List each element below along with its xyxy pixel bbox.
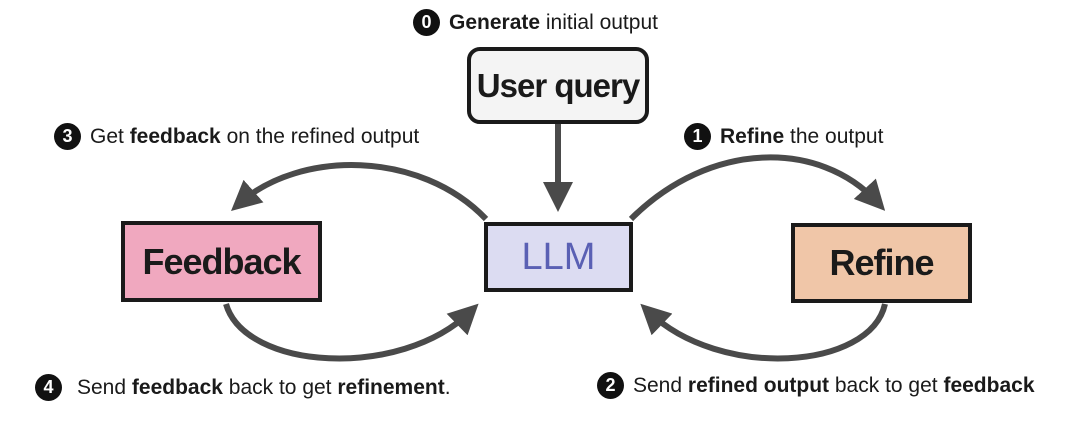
step-text: back to get — [829, 373, 944, 397]
step-text: Send — [77, 375, 132, 399]
step-bold-text: feedback — [943, 373, 1035, 397]
step-3-label: 3 Get feedback on the refined output — [54, 123, 419, 150]
step-4-label: 4 Send feedback back to get refinement. — [35, 374, 451, 401]
step-bold-text: Refine — [720, 124, 785, 148]
llm-node: LLM — [484, 222, 633, 292]
step-text: the output — [784, 124, 884, 148]
step-number-badge: 2 — [597, 372, 624, 399]
arrow-feedback-to-llm — [223, 303, 479, 362]
arrow-llm-to-refine — [628, 154, 886, 222]
step-bold-text: feedback — [129, 124, 221, 148]
step-bold-text: refined output — [687, 373, 830, 397]
step-1-label: 1 Refine the output — [684, 123, 883, 150]
step-bold-text: Generate — [449, 10, 541, 34]
step-text: back to get — [222, 375, 338, 399]
step-bold-text: refinement — [337, 375, 445, 399]
refine-node: Refine — [791, 223, 972, 303]
step-text: Send — [633, 373, 688, 397]
step-text: . — [444, 375, 451, 399]
feedback-node: Feedback — [121, 221, 322, 302]
step-number-badge: 1 — [684, 123, 711, 150]
step-2-label: 2 Send refined output back to get feedba… — [597, 372, 1035, 399]
step-0-label: 0 Generate initial output — [413, 9, 658, 36]
user-query-node: User query — [467, 47, 649, 124]
step-number-badge: 3 — [54, 123, 81, 150]
step-number-badge: 0 — [413, 9, 440, 36]
step-text: Get — [90, 124, 130, 148]
arrow-llm-to-feedback — [230, 162, 489, 222]
step-text: initial output — [540, 10, 658, 34]
step-text: on the refined output — [220, 124, 420, 148]
step-number-badge: 4 — [35, 374, 62, 401]
step-bold-text: feedback — [131, 375, 223, 399]
arrow-refine-to-llm — [640, 303, 888, 362]
